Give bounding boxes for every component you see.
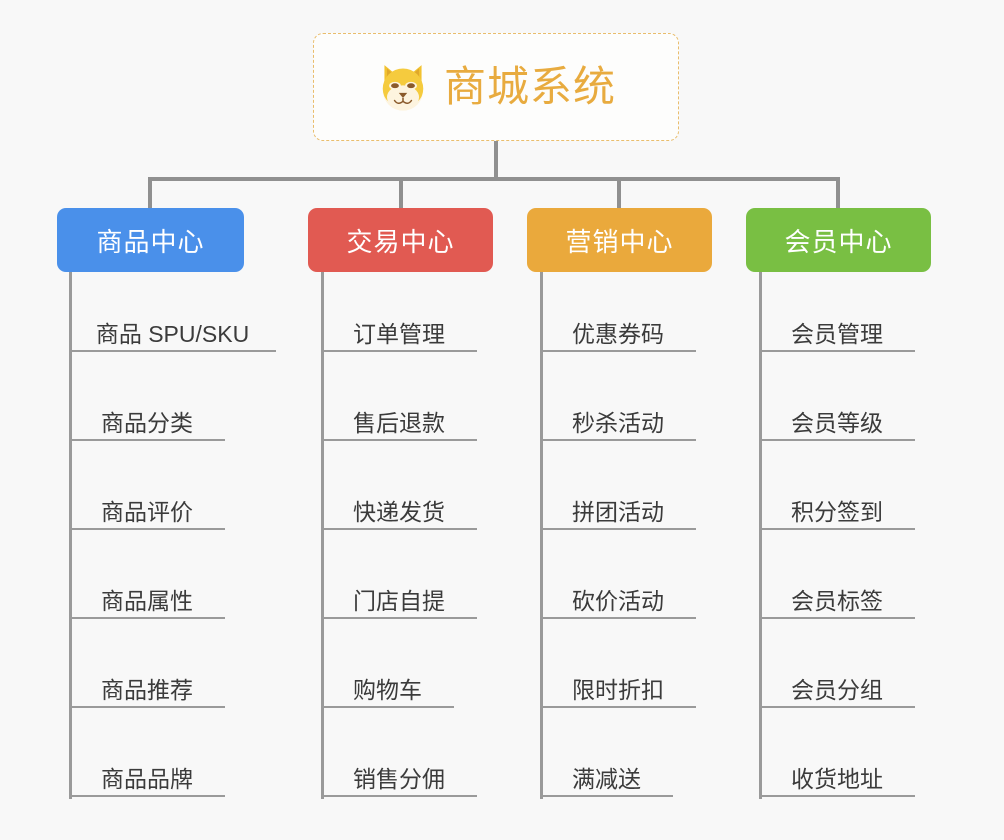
column-spine-1 xyxy=(69,272,72,799)
connector-drop-2 xyxy=(399,177,403,210)
root-node-mall-system[interactable]: 商城系统 xyxy=(313,33,679,141)
category-node-3[interactable]: 营销中心 xyxy=(527,208,712,272)
leaf-item-3-1[interactable]: 优惠券码 xyxy=(540,312,696,352)
leaf-item-4-5[interactable]: 会员分组 xyxy=(759,668,915,708)
leaf-label: 积分签到 xyxy=(791,498,883,525)
column-spine-4 xyxy=(759,272,762,799)
category-label-1: 商品中心 xyxy=(96,226,205,257)
leaf-label: 会员管理 xyxy=(791,320,883,347)
leaf-item-1-4[interactable]: 商品属性 xyxy=(69,579,225,619)
connector-drop-4 xyxy=(836,177,840,210)
category-label-2: 交易中心 xyxy=(346,226,455,257)
leaf-item-2-2[interactable]: 售后退款 xyxy=(321,401,477,441)
leaf-item-1-3[interactable]: 商品评价 xyxy=(69,490,225,530)
leaf-label: 会员分组 xyxy=(791,676,883,703)
leaf-item-1-5[interactable]: 商品推荐 xyxy=(69,668,225,708)
leaf-item-3-5[interactable]: 限时折扣 xyxy=(540,668,696,708)
leaf-label: 商品 SPU/SKU xyxy=(95,320,250,347)
connector-drop-3 xyxy=(617,177,621,210)
root-title: 商城系统 xyxy=(443,63,616,110)
leaf-item-3-2[interactable]: 秒杀活动 xyxy=(540,401,696,441)
leaf-label: 满减送 xyxy=(572,765,641,792)
leaf-item-2-3[interactable]: 快递发货 xyxy=(321,490,477,530)
leaf-item-2-4[interactable]: 门店自提 xyxy=(321,579,477,619)
leaf-item-2-6[interactable]: 销售分佣 xyxy=(321,757,477,797)
category-label-4: 会员中心 xyxy=(784,226,893,257)
leaf-item-4-3[interactable]: 积分签到 xyxy=(759,490,915,530)
leaf-item-1-1[interactable]: 商品 SPU/SKU xyxy=(69,312,276,352)
category-node-2[interactable]: 交易中心 xyxy=(308,208,493,272)
leaf-label: 会员标签 xyxy=(791,587,883,614)
column-spine-2 xyxy=(321,272,324,799)
category-label-3: 营销中心 xyxy=(565,226,674,257)
leaf-item-4-4[interactable]: 会员标签 xyxy=(759,579,915,619)
leaf-item-2-5[interactable]: 购物车 xyxy=(321,668,454,708)
leaf-label: 售后退款 xyxy=(353,409,445,436)
leaf-label: 销售分佣 xyxy=(353,765,445,792)
connector-bracket-bar xyxy=(148,177,840,181)
column-spine-3 xyxy=(540,272,543,799)
leaf-label: 商品属性 xyxy=(101,587,193,614)
leaf-item-3-4[interactable]: 砍价活动 xyxy=(540,579,696,619)
leaf-label: 秒杀活动 xyxy=(572,409,664,436)
leaf-item-4-2[interactable]: 会员等级 xyxy=(759,401,915,441)
connector-root-stem xyxy=(494,141,498,179)
leaf-label: 门店自提 xyxy=(353,587,445,614)
leaf-label: 拼团活动 xyxy=(572,498,664,525)
leaf-item-3-3[interactable]: 拼团活动 xyxy=(540,490,696,530)
connector-drop-1 xyxy=(148,177,152,210)
leaf-label: 快递发货 xyxy=(353,498,445,525)
leaf-item-2-1[interactable]: 订单管理 xyxy=(321,312,477,352)
leaf-label: 商品品牌 xyxy=(101,765,193,792)
leaf-label: 商品评价 xyxy=(101,498,193,525)
leaf-item-1-2[interactable]: 商品分类 xyxy=(69,401,225,441)
leaf-label: 订单管理 xyxy=(353,320,445,347)
leaf-label: 商品推荐 xyxy=(101,676,193,703)
leaf-item-4-1[interactable]: 会员管理 xyxy=(759,312,915,352)
leaf-label: 商品分类 xyxy=(101,409,193,436)
leaf-item-3-6[interactable]: 满减送 xyxy=(540,757,673,797)
leaf-item-1-6[interactable]: 商品品牌 xyxy=(69,757,225,797)
leaf-label: 收货地址 xyxy=(791,765,883,792)
leaf-label: 优惠券码 xyxy=(572,320,664,347)
category-node-4[interactable]: 会员中心 xyxy=(746,208,931,272)
leaf-label: 限时折扣 xyxy=(572,676,664,703)
leaf-label: 购物车 xyxy=(353,676,422,703)
leaf-label: 砍价活动 xyxy=(572,587,664,614)
leaf-item-4-6[interactable]: 收货地址 xyxy=(759,757,915,797)
leaf-label: 会员等级 xyxy=(791,409,883,436)
shiba-dog-face-icon xyxy=(382,65,424,111)
category-node-1[interactable]: 商品中心 xyxy=(57,208,244,272)
